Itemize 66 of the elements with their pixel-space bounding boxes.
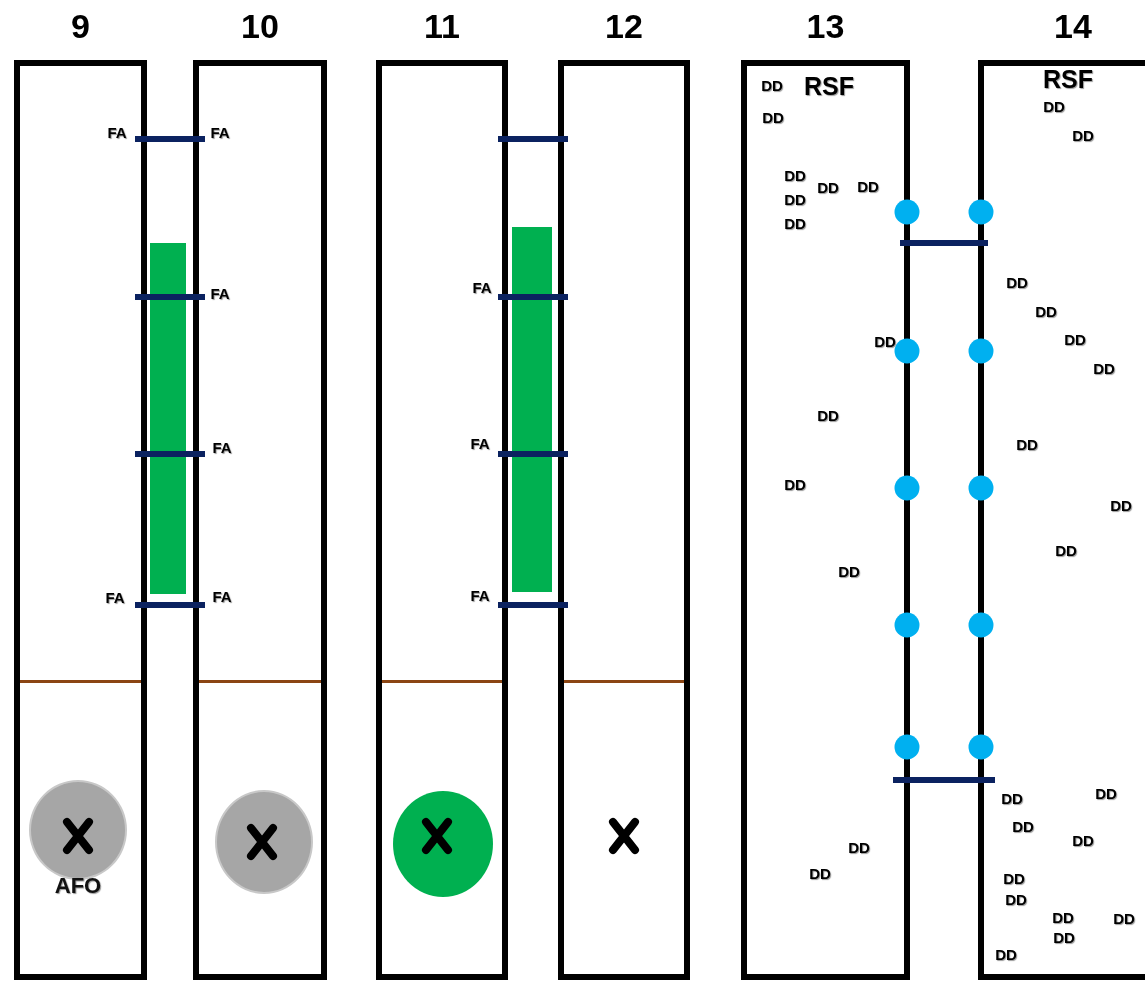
region-label: DD	[1053, 929, 1075, 945]
region-label: FA	[472, 279, 492, 295]
region-label: DD	[1006, 274, 1028, 290]
panel-number: 14	[1053, 6, 1093, 46]
region-label: DD	[1055, 542, 1077, 558]
region-label: DD	[1072, 832, 1094, 848]
region-label: DD	[784, 476, 806, 492]
connector-bar	[893, 777, 995, 783]
connector-bar	[186, 451, 205, 457]
region-label: DD	[857, 178, 879, 194]
region-label: DD	[1003, 870, 1025, 886]
region-label: DD	[1052, 909, 1074, 925]
connector-bar	[900, 240, 988, 246]
region-label: DD	[1005, 891, 1027, 907]
region-label: DD	[1035, 303, 1057, 319]
region-label: DD	[784, 167, 806, 183]
connector-bar	[552, 294, 568, 300]
region-label: FA	[107, 124, 127, 140]
region-label: DD	[817, 407, 839, 423]
connector-bar	[135, 451, 150, 457]
panel-number: 10	[240, 6, 280, 46]
region-label: DD	[995, 946, 1017, 962]
fill-bar	[150, 243, 186, 594]
region-label: FA	[210, 285, 230, 301]
connector-bar	[135, 294, 150, 300]
region-label: DD	[1043, 98, 1065, 114]
region-label: DD	[809, 865, 831, 881]
connector-bar	[498, 294, 512, 300]
panel-number: 9	[70, 6, 91, 46]
panel-number: 11	[423, 6, 461, 46]
region-label: FA	[210, 124, 230, 140]
connector-bar	[186, 294, 205, 300]
region-label: FA	[470, 435, 490, 451]
region-label: RSF	[804, 73, 854, 99]
region-label: FA	[105, 589, 125, 605]
region-label: DD	[1110, 497, 1132, 513]
region-label: DD	[1072, 127, 1094, 143]
region-label: DD	[874, 333, 896, 349]
region-label: FA	[212, 588, 232, 604]
region-label: DD	[1095, 785, 1117, 801]
connector-bar	[552, 451, 568, 457]
connector-bar	[135, 602, 205, 608]
fill-bar	[512, 227, 552, 592]
region-label: DD	[838, 563, 860, 579]
panel-number: 12	[604, 6, 644, 46]
connector-bar	[135, 136, 205, 142]
region-label: DD	[817, 179, 839, 195]
region-label: DD	[1064, 331, 1086, 347]
region-label: FA	[212, 439, 232, 455]
region-label: DD	[1093, 360, 1115, 376]
region-label: DD	[762, 109, 784, 125]
connector-bar	[498, 136, 568, 142]
region-label: DD	[784, 215, 806, 231]
region-label: FA	[470, 587, 490, 603]
region-label: DD	[1016, 436, 1038, 452]
panel-number: 13	[805, 6, 846, 46]
region-label: RSF	[1043, 66, 1093, 92]
region-label: DD	[1012, 818, 1034, 834]
region-label: DD	[848, 839, 870, 855]
region-label: DD	[761, 77, 783, 93]
region-label: DD	[1113, 910, 1135, 926]
connector-bar	[498, 451, 512, 457]
region-label: DD	[1001, 790, 1023, 806]
connector-bar	[498, 602, 568, 608]
circle-label: AFO	[53, 874, 103, 898]
region-label: DD	[784, 191, 806, 207]
